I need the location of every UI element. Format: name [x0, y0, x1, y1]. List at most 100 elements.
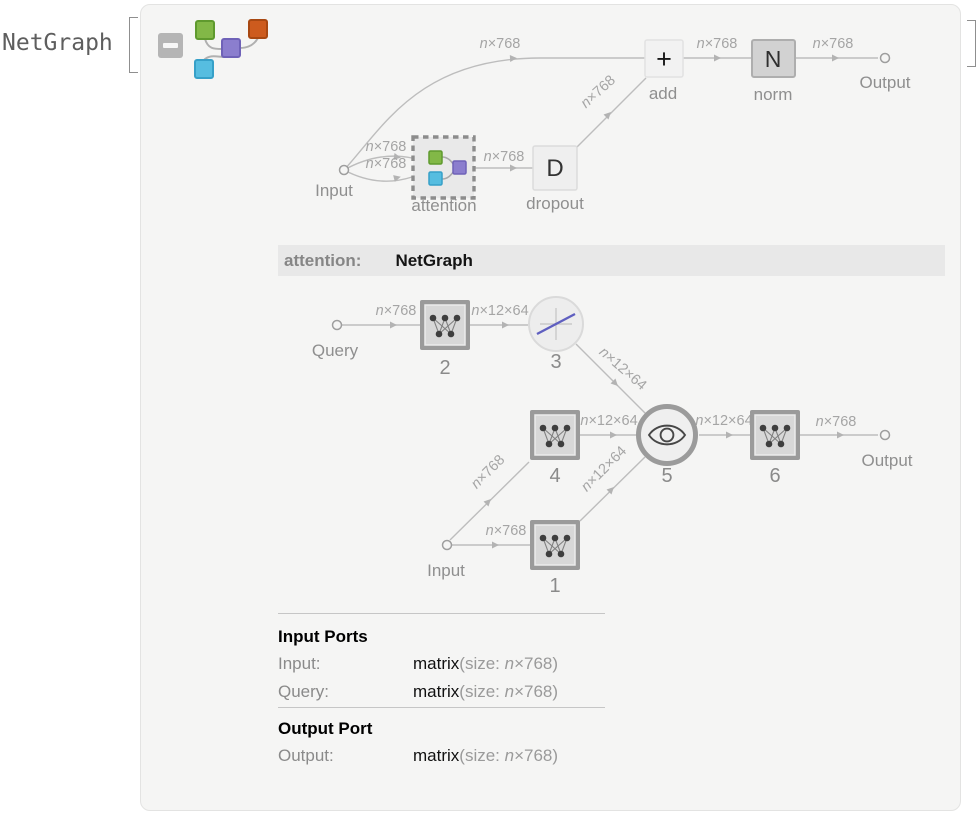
arrowhead [610, 431, 617, 439]
port-size: (size: n×768) [459, 654, 559, 673]
edge-label: n×768 [468, 452, 508, 492]
netgraph-summary-panel [140, 4, 961, 811]
edge-label: n×768 [484, 149, 525, 165]
node-1-linear-layer[interactable] [530, 520, 580, 570]
query-port-dot[interactable] [331, 319, 343, 331]
node-4-label: 4 [549, 465, 560, 487]
edge-label: n×768 [376, 303, 417, 319]
port-size: (size: n×768) [459, 682, 559, 701]
edge-label: n×12×64 [471, 303, 528, 319]
dropout-glyph: D [546, 155, 563, 182]
norm-glyph: N [765, 46, 782, 72]
edge-label: n×12×64 [578, 443, 630, 495]
edge-label: n×12×64 [596, 344, 650, 394]
node-attention-label: attention [411, 196, 476, 215]
node-4-linear-layer[interactable] [530, 410, 580, 460]
node-6-label: 6 [769, 465, 780, 487]
node-dropout[interactable]: D dropout [526, 145, 584, 213]
port-name: Output: [278, 746, 334, 765]
arrowhead [510, 164, 517, 172]
netgraph-head-label: NetGraph [2, 30, 113, 56]
open-bracket [129, 17, 138, 73]
output-port-label: Output [859, 73, 910, 92]
opener-key: attention: [284, 250, 362, 270]
arrowhead [502, 321, 509, 329]
edge-3-5 [575, 343, 647, 415]
subnet-icon [428, 150, 467, 186]
edge-dropout-add [576, 77, 647, 148]
input-ports-header: Input Ports [278, 627, 368, 646]
edge-label: n×768 [486, 523, 527, 539]
output-port-label: Output [861, 451, 912, 470]
arrowhead [832, 54, 839, 62]
output-port-dot[interactable] [879, 429, 891, 441]
edge-label: n×768 [366, 139, 407, 155]
node-2-label: 2 [439, 357, 450, 379]
query-port-label: Query [312, 341, 359, 360]
plus-glyph: + [656, 44, 672, 74]
node-add[interactable]: + add [644, 39, 684, 103]
green-node-icon [195, 20, 215, 40]
edge-label: n×768 [480, 36, 521, 52]
edge-label: n×768 [697, 36, 738, 52]
arrowhead [393, 153, 401, 160]
function-plot-icon [536, 308, 576, 340]
blue-node-icon [194, 59, 214, 79]
port-name: Query: [278, 682, 330, 701]
port-type: matrix [413, 746, 460, 765]
divider [278, 707, 605, 708]
edge-input-attention-1 [343, 155, 413, 171]
arrowhead [726, 431, 733, 439]
opener-value: NetGraph [395, 250, 473, 270]
collapse-button[interactable] [158, 33, 183, 58]
node-6-linear-layer[interactable] [750, 410, 800, 460]
edge-label: n×12×64 [580, 413, 637, 429]
node-norm[interactable]: N norm [751, 39, 796, 104]
edge-label: n×768 [816, 414, 857, 430]
node-add-label: add [649, 84, 677, 103]
edge-label: n×768 [578, 72, 619, 111]
divider [278, 613, 605, 614]
eye-icon [647, 424, 687, 446]
netgraph-thumbnail-icon [194, 19, 268, 79]
node-norm-label: norm [754, 85, 793, 104]
node-3-label: 3 [550, 351, 561, 373]
purple-node-icon [221, 38, 241, 58]
arrowhead [837, 431, 844, 439]
port-name: Input: [278, 654, 321, 673]
node-5-label: 5 [661, 465, 672, 487]
output-port-dot[interactable] [879, 52, 891, 64]
edge-label: n×768 [813, 36, 854, 52]
node-dropout-label: dropout [526, 194, 584, 213]
edge-input-attention-2 [343, 169, 413, 182]
input-port-label: Input [315, 181, 353, 200]
node-attention[interactable]: attention [411, 135, 477, 215]
attention-subnet-opener[interactable]: attention: NetGraph [278, 245, 945, 276]
attention-netgraph-diagram: n×768 n×12×64 n×12×64 n×768 n×12×64 n×12… [312, 296, 913, 597]
orange-node-icon [248, 19, 268, 39]
port-row-query: Query: matrix(size: n×768) [278, 682, 558, 702]
input-port-label: Input [427, 561, 465, 580]
arrowhead [714, 54, 721, 62]
node-5-attention-layer[interactable] [636, 404, 698, 466]
port-size: (size: n×768) [459, 746, 559, 765]
input-port-dot[interactable] [338, 164, 350, 176]
input-port-dot[interactable] [441, 539, 453, 551]
top-netgraph-diagram: n×768 n×768 n×768 n×768 n×768 n×768 n×76… [315, 36, 911, 215]
edge-label: n×12×64 [695, 413, 752, 429]
port-type: matrix [413, 682, 460, 701]
node-3-elementwise-layer[interactable] [528, 296, 584, 352]
edge-label: n×768 [366, 156, 407, 172]
arrowhead [603, 112, 611, 120]
port-type: matrix [413, 654, 460, 673]
arrowhead [390, 321, 397, 329]
minus-icon [163, 43, 178, 48]
arrowhead [492, 541, 499, 549]
node-1-label: 1 [549, 575, 560, 597]
port-row-output: Output: matrix(size: n×768) [278, 746, 558, 766]
output-port-header: Output Port [278, 719, 373, 738]
arrowhead [393, 175, 401, 182]
node-2-linear-layer[interactable] [420, 300, 470, 350]
arrowhead [509, 55, 517, 62]
